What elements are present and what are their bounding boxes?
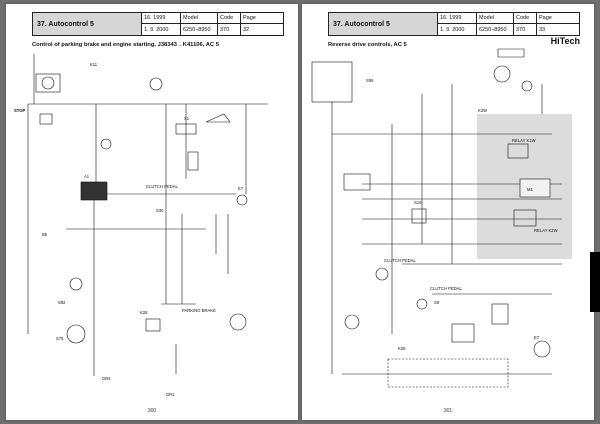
section-title: 37. Autocontrol 5 — [329, 13, 438, 35]
svg-text:K28: K28 — [140, 310, 148, 315]
right-page-header: 37. Autocontrol 5 16. 1999 1. 9. 2000 Mo… — [328, 12, 580, 36]
svg-text:B5: B5 — [42, 232, 48, 237]
svg-text:S16: S16 — [414, 200, 422, 205]
svg-text:S92: S92 — [58, 300, 66, 305]
code-cell: Code 370 — [218, 13, 241, 35]
svg-text:CLUTCH PEDAL: CLUTCH PEDAL — [430, 286, 463, 291]
svg-text:S75: S75 — [56, 336, 64, 341]
svg-text:K28: K28 — [398, 346, 406, 351]
date-cell: 16. 1999 1. 9. 2000 — [142, 13, 181, 35]
model-cell: Model 6250–8950 — [181, 13, 218, 35]
left-page: 37. Autocontrol 5 16. 1999 1. 9. 2000 Mo… — [6, 4, 298, 420]
page-cell: Page 32 — [241, 13, 283, 35]
date-cell: 16. 1999 1. 9. 2000 — [438, 13, 477, 35]
svg-text:S95: S95 — [366, 78, 374, 83]
model-cell: Model 6250–8950 — [477, 13, 514, 35]
svg-text:CLUTCH PEDAL: CLUTCH PEDAL — [146, 184, 179, 189]
page-cell: Page 33 — [537, 13, 579, 35]
wiring-diagram-left: K11 STOP A1 CLUTCH PEDAL S30 K28 PARKING… — [14, 54, 268, 397]
code-cell: Code 370 — [514, 13, 537, 35]
svg-text:RELAY K1W: RELAY K1W — [512, 138, 536, 143]
svg-text:M1: M1 — [527, 187, 533, 192]
svg-text:RELAY K2W: RELAY K2W — [534, 228, 558, 233]
thumb-index-tab — [590, 252, 600, 312]
wiring-diagram-right: S95 K3W RELAY K1W RELAY K2W S16 S9 CLUTC… — [311, 48, 572, 388]
svg-text:GR4: GR4 — [102, 376, 111, 381]
svg-text:X1: X1 — [184, 116, 190, 121]
svg-text:CLUTCH PEDAL: CLUTCH PEDAL — [384, 258, 417, 263]
svg-text:E7: E7 — [534, 335, 540, 340]
svg-text:K11: K11 — [90, 62, 98, 67]
right-page: 37. Autocontrol 5 16. 1999 1. 9. 2000 Mo… — [302, 4, 594, 420]
page-number: 300 — [147, 408, 157, 414]
brand-logo: HiTech — [550, 36, 580, 46]
svg-text:S9: S9 — [434, 300, 440, 305]
svg-text:PARKING BRAKE: PARKING BRAKE — [182, 308, 216, 313]
diagram-title: Control of parking brake and engine star… — [32, 42, 219, 48]
svg-text:GR1: GR1 — [166, 392, 175, 397]
svg-text:K3W: K3W — [478, 108, 487, 113]
svg-text:E7: E7 — [238, 186, 244, 191]
section-title: 37. Autocontrol 5 — [33, 13, 142, 35]
page-number: 301 — [443, 408, 453, 414]
svg-text:STOP: STOP — [14, 108, 26, 113]
svg-text:S30: S30 — [156, 208, 164, 213]
diagram-title: Reverse drive controls, AC 5 — [328, 42, 407, 48]
svg-text:A1: A1 — [84, 174, 90, 179]
left-page-header: 37. Autocontrol 5 16. 1999 1. 9. 2000 Mo… — [32, 12, 284, 36]
